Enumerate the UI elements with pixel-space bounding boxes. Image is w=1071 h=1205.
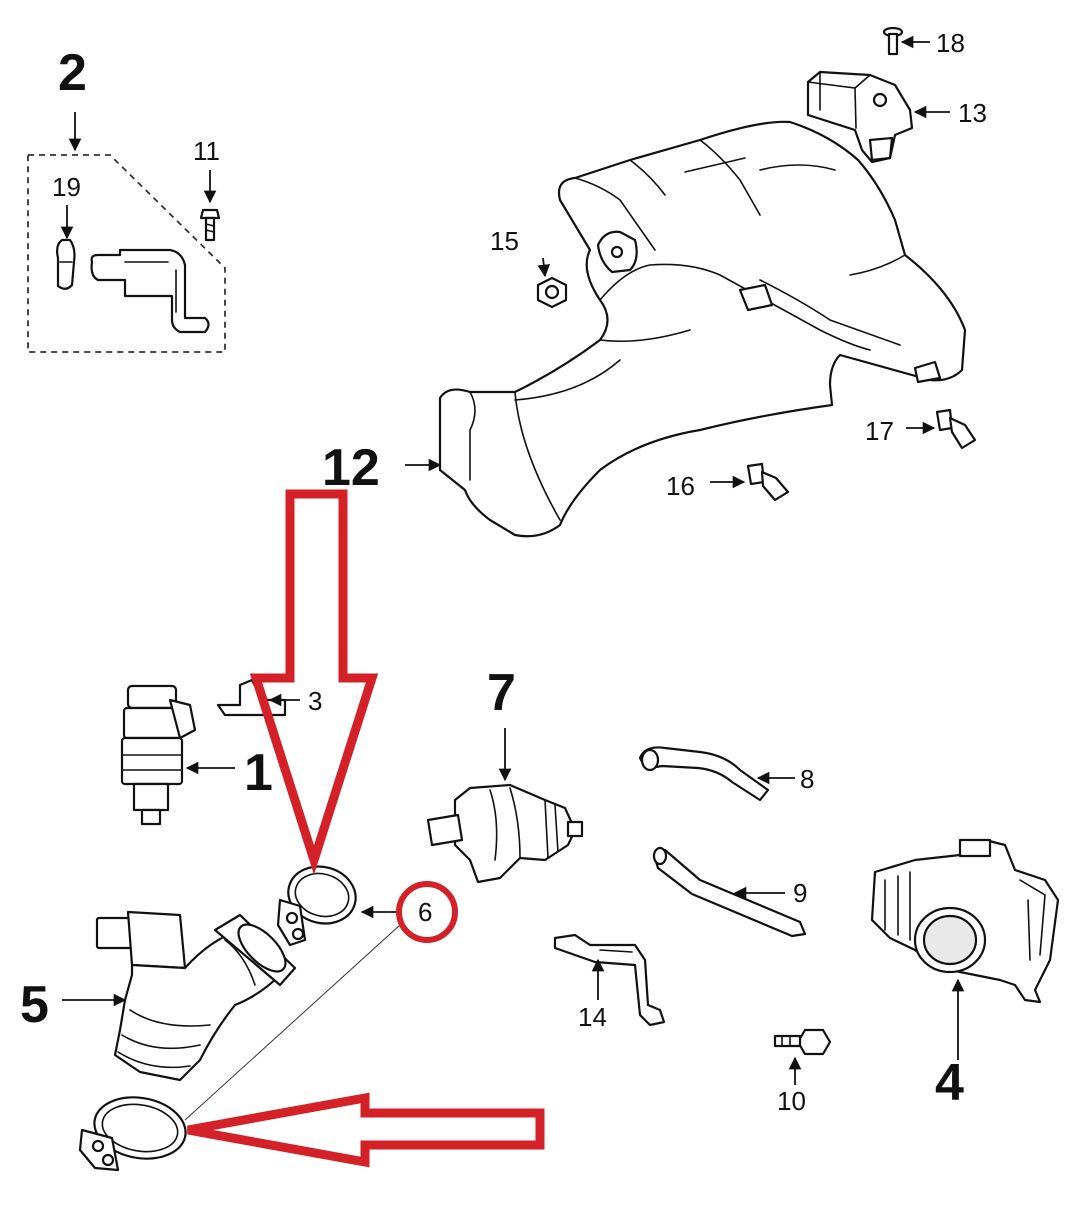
part-12-air-duct (438, 120, 967, 538)
part-6-lower-clamp (78, 1096, 187, 1172)
callout-3: 3 (308, 686, 322, 716)
part-3-bracket (216, 678, 287, 717)
callout-10: 10 (777, 1086, 806, 1116)
callout-5: 5 (20, 976, 49, 1034)
part-14-bracket (553, 933, 666, 1027)
callout-6: 6 (418, 897, 432, 927)
callout-16: 16 (666, 471, 695, 501)
part-4-throttle-body (870, 838, 1060, 1004)
callout-15: 15 (490, 226, 519, 256)
callout-4: 4 (935, 1054, 964, 1112)
part-18-screw (882, 26, 904, 56)
part-10-bolt (773, 1028, 832, 1056)
part-7-idle-valve (426, 783, 584, 884)
callout-14: 14 (578, 1002, 607, 1032)
part-16-pushpin (746, 462, 790, 502)
part-1-fuel-injector (120, 684, 197, 826)
part-17-pushpin (935, 408, 977, 450)
callout-19: 19 (52, 172, 81, 202)
red-left-arrow (187, 1092, 545, 1168)
red-circle-callout-6 (396, 881, 458, 943)
callout-8: 8 (800, 764, 814, 794)
part-kit-bracket (90, 248, 210, 334)
part-6-upper-clamp (276, 865, 357, 947)
part-11-bolt (199, 208, 221, 242)
callout-1: 1 (244, 744, 273, 802)
callout-18: 18 (936, 28, 965, 58)
kit-2-group (27, 112, 226, 353)
part-8-hose (638, 746, 770, 802)
callout-13: 13 (958, 98, 987, 128)
kit-2-dashed-box (27, 154, 226, 353)
part-19-clip (56, 238, 76, 290)
callout-17: 17 (865, 416, 894, 446)
red-highlight-group (187, 489, 545, 1168)
part-9-hose (652, 846, 807, 938)
callout-7: 7 (487, 664, 516, 722)
callout-9: 9 (793, 878, 807, 908)
callout-11: 11 (193, 136, 220, 166)
part-15-nut (536, 276, 568, 309)
part-13-sensor (806, 70, 914, 164)
callout-12: 12 (322, 439, 380, 497)
callout-2: 2 (58, 44, 87, 102)
part-5-intake-boot (95, 910, 297, 1082)
red-down-arrow (249, 489, 379, 875)
